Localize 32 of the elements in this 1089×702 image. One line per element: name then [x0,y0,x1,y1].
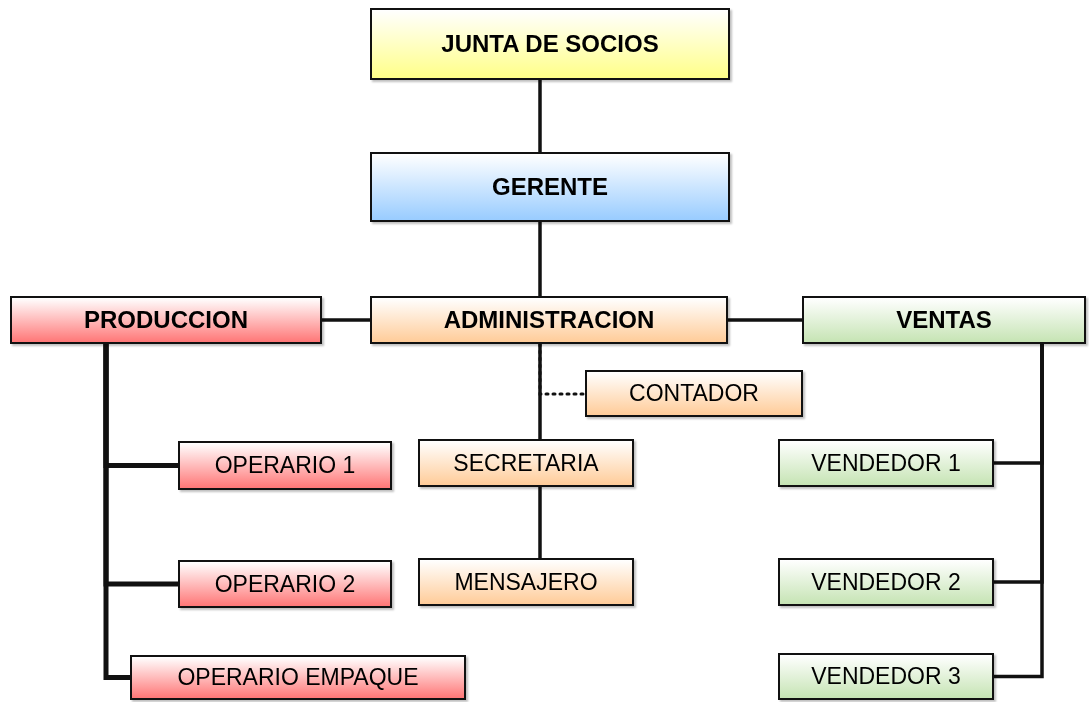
position-box [418,558,634,606]
node-label: SECRETARIA [453,449,599,477]
node-label: JUNTA DE SOCIOS [441,30,659,58]
node-label: VENTAS [896,306,992,334]
node-label: VENDEDOR 1 [811,449,961,477]
node-label: GERENTE [492,173,608,201]
node-label: OPERARIO EMPAQUE [177,664,419,691]
node-label: MENSAJERO [454,568,598,596]
position-box [130,655,466,700]
node-label: PRODUCCION [84,306,248,334]
node-label: VENDEDOR 3 [811,663,961,690]
position-box [778,439,994,487]
position-box [178,441,392,490]
position-box [418,439,634,487]
department-box [370,296,728,344]
connector-line [538,485,542,560]
department-box [802,296,1086,344]
node-label: OPERARIO 2 [214,570,356,598]
node-label: OPERARIO 1 [214,452,356,479]
position-box [778,558,994,606]
connector-line [538,78,542,154]
department-box [10,296,322,344]
position-box [778,653,994,700]
connector-line [538,220,542,298]
position-box [585,370,803,417]
department-box [370,8,730,80]
node-label: ADMINISTRACION [443,306,655,334]
connector-line [538,342,542,441]
node-label: VENDEDOR 2 [811,568,961,596]
position-box [178,560,392,608]
node-label: CONTADOR [629,380,759,407]
department-box [370,152,730,222]
